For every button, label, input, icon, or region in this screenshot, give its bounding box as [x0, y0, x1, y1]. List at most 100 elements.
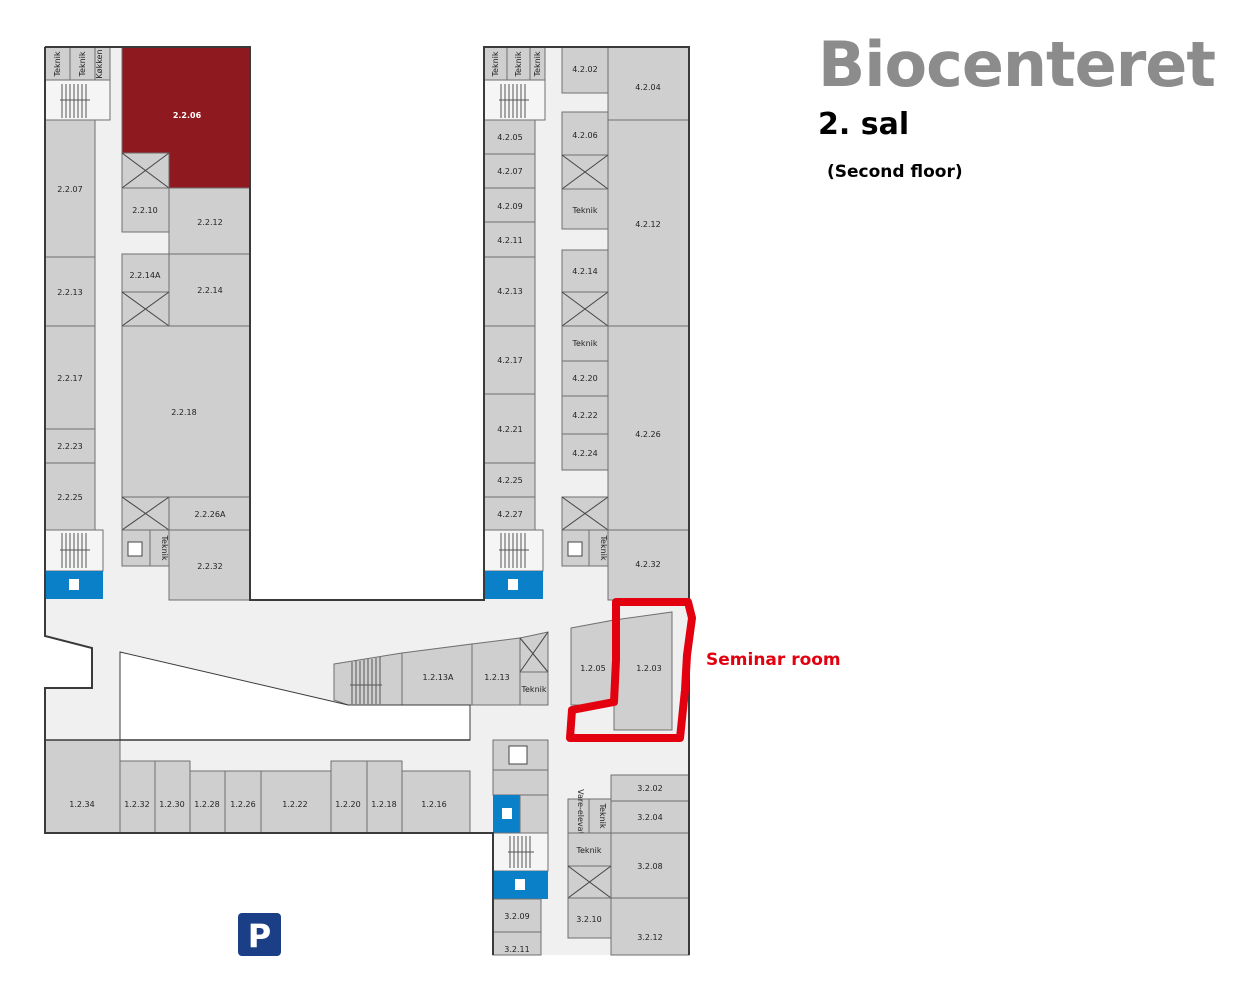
stair-steps — [60, 533, 90, 568]
room-4-2-32[interactable] — [607, 529, 690, 601]
room-label: 4.2.20 — [572, 374, 597, 383]
elevator-icon — [508, 745, 528, 765]
room-3-2-04[interactable] — [610, 800, 690, 834]
toilet-icon — [69, 579, 79, 590]
room-label: 2.2.13 — [57, 288, 82, 297]
room-label: 2.2.23 — [57, 442, 82, 451]
room-label: Teknik — [533, 51, 542, 77]
room-1-2-05[interactable] — [570, 619, 615, 706]
room-label: Teknik — [575, 846, 601, 855]
room-label: 2.2.14A — [130, 271, 161, 280]
room-label: 1.2.13A — [423, 673, 454, 682]
room-1-2-20[interactable] — [330, 760, 368, 834]
room-4-2-09[interactable] — [483, 187, 536, 223]
room-1-2-34[interactable] — [44, 739, 121, 834]
room-label: 3.2.04 — [637, 813, 662, 822]
room-label: 1.2.30 — [159, 800, 184, 809]
room-1-2-13[interactable] — [471, 637, 521, 706]
room-label: Teknik — [599, 534, 608, 560]
room-label: Teknik — [520, 685, 546, 694]
room-label: 1.2.13 — [484, 673, 509, 682]
room-label: Teknik — [78, 51, 87, 77]
room-label: Teknik — [53, 51, 62, 77]
room-1-2-32[interactable] — [119, 760, 156, 834]
room-label: 3.2.10 — [576, 915, 601, 924]
room-label: 4.2.05 — [497, 133, 522, 142]
toilet-icon — [515, 879, 525, 890]
room-label: 3.2.09 — [504, 912, 529, 921]
room-technical — [519, 794, 549, 834]
room-label: 2.2.07 — [57, 185, 82, 194]
room-label: Teknik — [160, 534, 169, 560]
seminar-room-outline — [566, 598, 696, 742]
stair-steps — [499, 84, 529, 118]
room-label: 3.2.02 — [637, 784, 662, 793]
room-label: Køkken — [95, 49, 104, 78]
room-1-2-26[interactable] — [224, 770, 262, 834]
connecting-section: 1.2.13A 1.2.13 Teknik 1.2.05 1.2.03 1.2.… — [44, 611, 690, 956]
room-4-2-20[interactable] — [561, 360, 609, 397]
room-4-2-26[interactable] — [607, 325, 690, 531]
room-2-2-23[interactable] — [44, 428, 96, 464]
room-label: 4.2.04 — [635, 83, 660, 92]
room-4-2-02[interactable] — [561, 46, 609, 94]
room-3-2-08[interactable] — [610, 832, 690, 899]
room-3-2-02[interactable] — [610, 774, 690, 802]
room-1-2-22[interactable] — [260, 770, 332, 834]
room-2-2-32[interactable] — [168, 529, 251, 601]
stair-steps — [60, 84, 90, 118]
stair-steps — [350, 657, 382, 704]
room-label: 2.2.32 — [197, 562, 222, 571]
room-label: 1.2.20 — [335, 800, 360, 809]
room-label: 4.2.22 — [572, 411, 597, 420]
room-teknik-b[interactable] — [69, 46, 96, 81]
toilet-icon — [502, 808, 512, 819]
room-label: Teknik — [491, 51, 500, 77]
parking-sign[interactable]: P — [238, 913, 281, 956]
room-label: 1.2.03 — [636, 664, 661, 673]
room-label: 3.2.12 — [637, 933, 662, 942]
room-label: 2.2.18 — [171, 408, 196, 417]
room-label: 4.2.06 — [572, 131, 597, 140]
room-4-2-24[interactable] — [561, 433, 609, 471]
floor-title: 2. sal — [818, 107, 910, 142]
room-4-2-05[interactable] — [483, 119, 536, 155]
room-2-2-17[interactable] — [44, 325, 96, 430]
room-3-2-12[interactable] — [610, 897, 690, 956]
room-teknik[interactable] — [519, 671, 549, 706]
room-1-2-18[interactable] — [366, 760, 403, 834]
room-1-2-16[interactable] — [401, 770, 471, 834]
room-label: 1.2.16 — [421, 800, 446, 809]
room-label: 4.2.12 — [635, 220, 660, 229]
room-label: Teknik — [571, 339, 597, 348]
room-4-2-13[interactable] — [483, 256, 536, 327]
room-2-2-14a[interactable] — [121, 253, 170, 293]
building-title: Biocenteret — [818, 28, 1216, 101]
room-2-2-14[interactable] — [168, 253, 251, 327]
room-2-2-25[interactable] — [44, 462, 96, 531]
room-label: 4.2.02 — [572, 65, 597, 74]
room-4-2-11[interactable] — [483, 221, 536, 258]
room-label: 1.2.32 — [124, 800, 149, 809]
room-label: 2.2.06 — [173, 111, 202, 120]
room-teknik[interactable] — [561, 325, 609, 362]
room-label: 4.2.07 — [497, 167, 522, 176]
room-4-2-12[interactable] — [607, 119, 690, 327]
elevator-icon — [567, 541, 583, 557]
room-label: 3.2.08 — [637, 862, 662, 871]
room-4-2-27[interactable] — [483, 496, 536, 531]
room-label: 4.2.25 — [497, 476, 522, 485]
room-1-2-30[interactable] — [154, 760, 191, 834]
room-label: 1.2.26 — [230, 800, 255, 809]
room-2-2-12[interactable] — [168, 187, 251, 255]
parking-icon: P — [248, 917, 271, 955]
room-3-2-10[interactable] — [567, 897, 612, 939]
room-4-2-21[interactable] — [483, 393, 536, 464]
room-label: 2.2.14 — [197, 286, 222, 295]
room-2-2-13[interactable] — [44, 256, 96, 327]
room-2-2-10[interactable] — [121, 187, 170, 233]
room-2-2-18[interactable] — [121, 325, 251, 498]
right-wing: Teknik Teknik Teknik 4.2.05 4.2.07 4.2.0… — [483, 46, 690, 601]
room-label: Teknik — [514, 51, 523, 77]
room-label: Teknik — [598, 802, 607, 828]
